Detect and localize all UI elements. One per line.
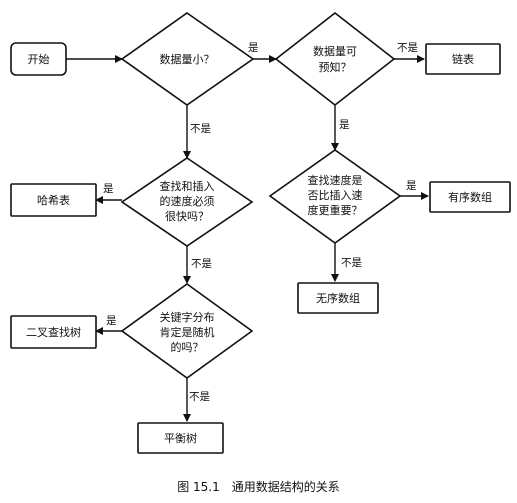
decision-random-line3: 的吗？ [171,340,204,354]
decision-fast-line3: 很快吗？ [165,209,209,223]
linked-list-node: 链表 [425,43,501,75]
decision-data-small-line1: 数据量小？ [160,52,215,66]
bst-label: 二叉查找树 [26,325,81,339]
edge-label-fast-yes: 是 [103,183,114,195]
start-node: 开始 [10,42,67,76]
edge-label-search-yes: 是 [406,180,417,192]
figure-caption: 图 15.1 通用数据结构的关系 [177,480,340,494]
ordered-array-label: 有序数组 [448,190,492,204]
decision-random-keys: 关键字分布 肯定是随机 的吗？ [120,283,254,379]
edge-label-search-no: 不是 [341,257,362,269]
edge-label-predict-no: 不是 [397,42,418,54]
edge-label-small-yes: 是 [248,42,259,54]
unordered-array-node: 无序数组 [297,282,379,314]
decision-search-line3: 度更重要？ [308,203,363,217]
decision-data-predictable-line2: 预知？ [319,60,352,74]
hash-table-node: 哈希表 [10,183,97,217]
decision-search-line2: 否比插入速 [308,188,363,202]
hash-table-label: 哈希表 [37,193,70,207]
edge-label-predict-yes: 是 [339,119,350,131]
edge-label-fast-no: 不是 [191,258,212,270]
balanced-tree-node: 平衡树 [137,422,224,454]
decision-fast-line2: 的速度必须 [160,194,215,208]
start-label: 开始 [28,52,50,66]
balanced-tree-label: 平衡树 [164,431,197,445]
decision-data-predictable: 数据量可 预知？ [274,11,396,107]
decision-data-small: 数据量小？ [120,12,255,106]
ordered-array-node: 有序数组 [429,181,511,213]
decision-fast-search-insert: 查找和插入 的速度必须 很快吗？ [120,157,254,247]
decision-random-line1: 关键字分布 [160,310,215,324]
decision-search-line1: 查找速度是 [308,173,363,187]
unordered-array-label: 无序数组 [316,291,360,305]
linked-list-label: 链表 [452,52,474,66]
edge-label-random-yes: 是 [106,315,117,327]
edge-label-small-no: 不是 [190,123,211,135]
bst-node: 二叉查找树 [10,315,97,349]
decision-fast-line1: 查找和插入 [160,179,215,193]
decision-random-line2: 肯定是随机 [160,325,215,339]
decision-data-predictable-line1: 数据量可 [313,44,357,58]
edge-label-random-no: 不是 [189,391,210,403]
decision-search-vs-insert: 查找速度是 否比插入速 度更重要？ [268,149,402,244]
